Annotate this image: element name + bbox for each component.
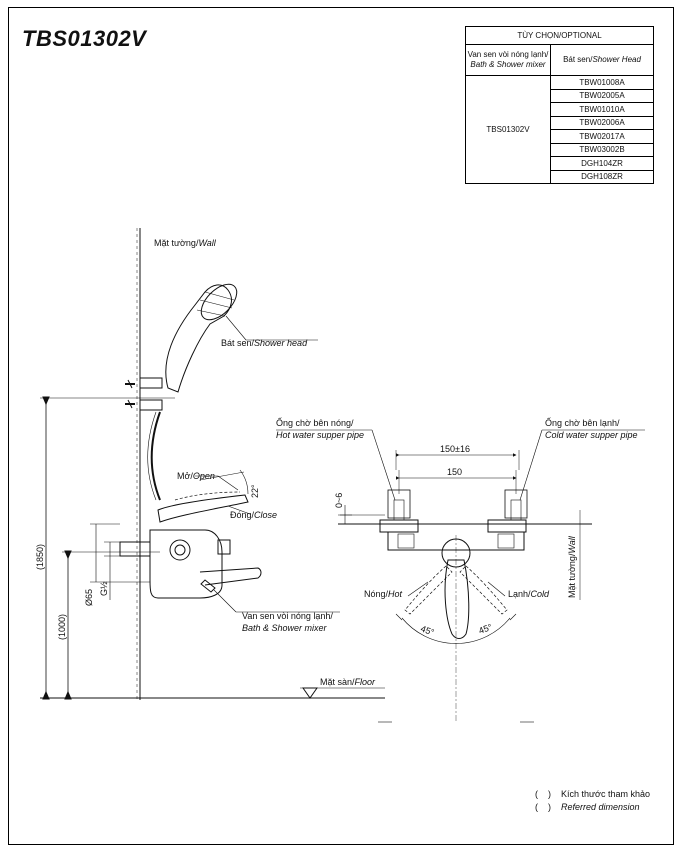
height-1000: (1000) [57, 614, 67, 640]
shower-face [200, 283, 238, 321]
floor-symbol [302, 687, 318, 699]
hot-pipe-label-vn: Ống chờ bên nóng/ [276, 417, 354, 428]
mixer-body [149, 529, 223, 599]
hot-pipe [387, 489, 411, 519]
bracket-bottom [139, 399, 163, 411]
height-1850: (1850) [35, 544, 45, 570]
front-wall-label: Mặt tường/Wall [567, 535, 577, 598]
col2-header: Bát sen/Shower Head [550, 44, 654, 76]
hot-pipe-label-en: Hot water supper pipe [276, 430, 364, 440]
lever-angle: 22° [250, 484, 260, 498]
col1-header: Van sen vòi nóng lạnh/ Bath & Shower mix… [465, 44, 551, 76]
cold-nut [487, 519, 527, 533]
angle-right: 45° [477, 622, 494, 636]
drawing-frame [8, 7, 674, 845]
angle-left: 45° [419, 623, 436, 637]
cold-label: Lạnh/Cold [508, 589, 550, 599]
open-label: Mở/Open [177, 471, 215, 481]
dim-150-16: 150±16 [440, 444, 470, 454]
close-label: Đóng/Close [230, 510, 277, 520]
diverter [217, 539, 231, 555]
diameter-label: Ø65 [84, 589, 94, 606]
floor-label: Mặt sàn/Floor [320, 677, 376, 687]
front-view [276, 429, 645, 723]
inlet-pipe [119, 541, 151, 557]
legend-line-en: Referred dimension [561, 802, 640, 812]
cold-pipe-label-vn: Ống chờ bên lạnh/ [545, 417, 620, 428]
dim-150: 150 [447, 467, 462, 477]
spout [199, 567, 262, 586]
bracket-top [139, 377, 163, 389]
legend-line-vn: Kích thước tham khảo [561, 789, 650, 799]
hot-label: Nóng/Hot [364, 589, 403, 599]
model-title: TBS01302V [22, 26, 147, 51]
shower-head-label: Bát sen/Shower head [221, 338, 308, 348]
cold-pipe [504, 489, 528, 519]
mixer-knob [169, 539, 191, 561]
thread-label: G½ [99, 581, 109, 596]
shower-hose [150, 411, 161, 501]
hot-nut [379, 519, 419, 533]
mixer-lever [157, 494, 249, 523]
shower-head-cell: DGH108ZR [550, 169, 654, 184]
dim-0-6: 0~6 [334, 493, 344, 508]
mixer-label-vn: Van sen vòi nóng lạnh/ [242, 611, 333, 621]
dimension-legend: ( )Kích thước tham khảo ( )Referred dime… [535, 789, 650, 812]
mixer-label-en: Bath & Shower mixer [242, 623, 328, 633]
cold-pipe-label-en: Cold water supper pipe [545, 430, 638, 440]
side-view [40, 228, 385, 700]
wall-label: Mặt tường/Wall [154, 238, 217, 248]
optional-table: TÙY CHỌN/OPTIONAL Van sen vòi nóng lạnh/… [465, 26, 654, 184]
shower-head-shape [165, 284, 232, 393]
front-lever [444, 559, 470, 639]
